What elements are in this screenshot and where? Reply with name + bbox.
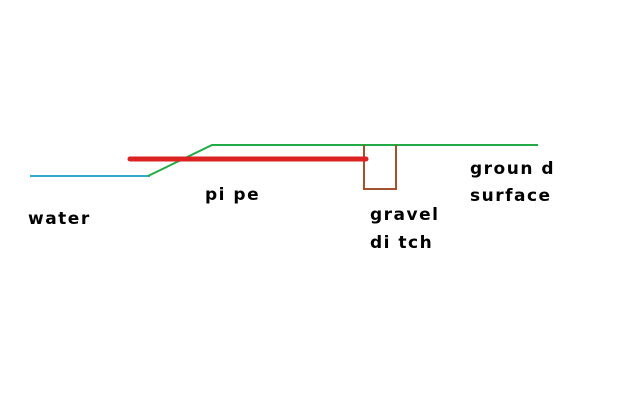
gravel-ditch-outline xyxy=(363,145,397,190)
ground-label: groun d xyxy=(470,159,556,179)
water-label: water xyxy=(28,209,91,229)
surface-label: surface xyxy=(470,186,552,206)
ground-line xyxy=(147,144,538,177)
gravel-label: gravel xyxy=(370,205,440,225)
pipe-label: pi pe xyxy=(205,185,261,205)
ditch-label: di tch xyxy=(370,233,434,253)
